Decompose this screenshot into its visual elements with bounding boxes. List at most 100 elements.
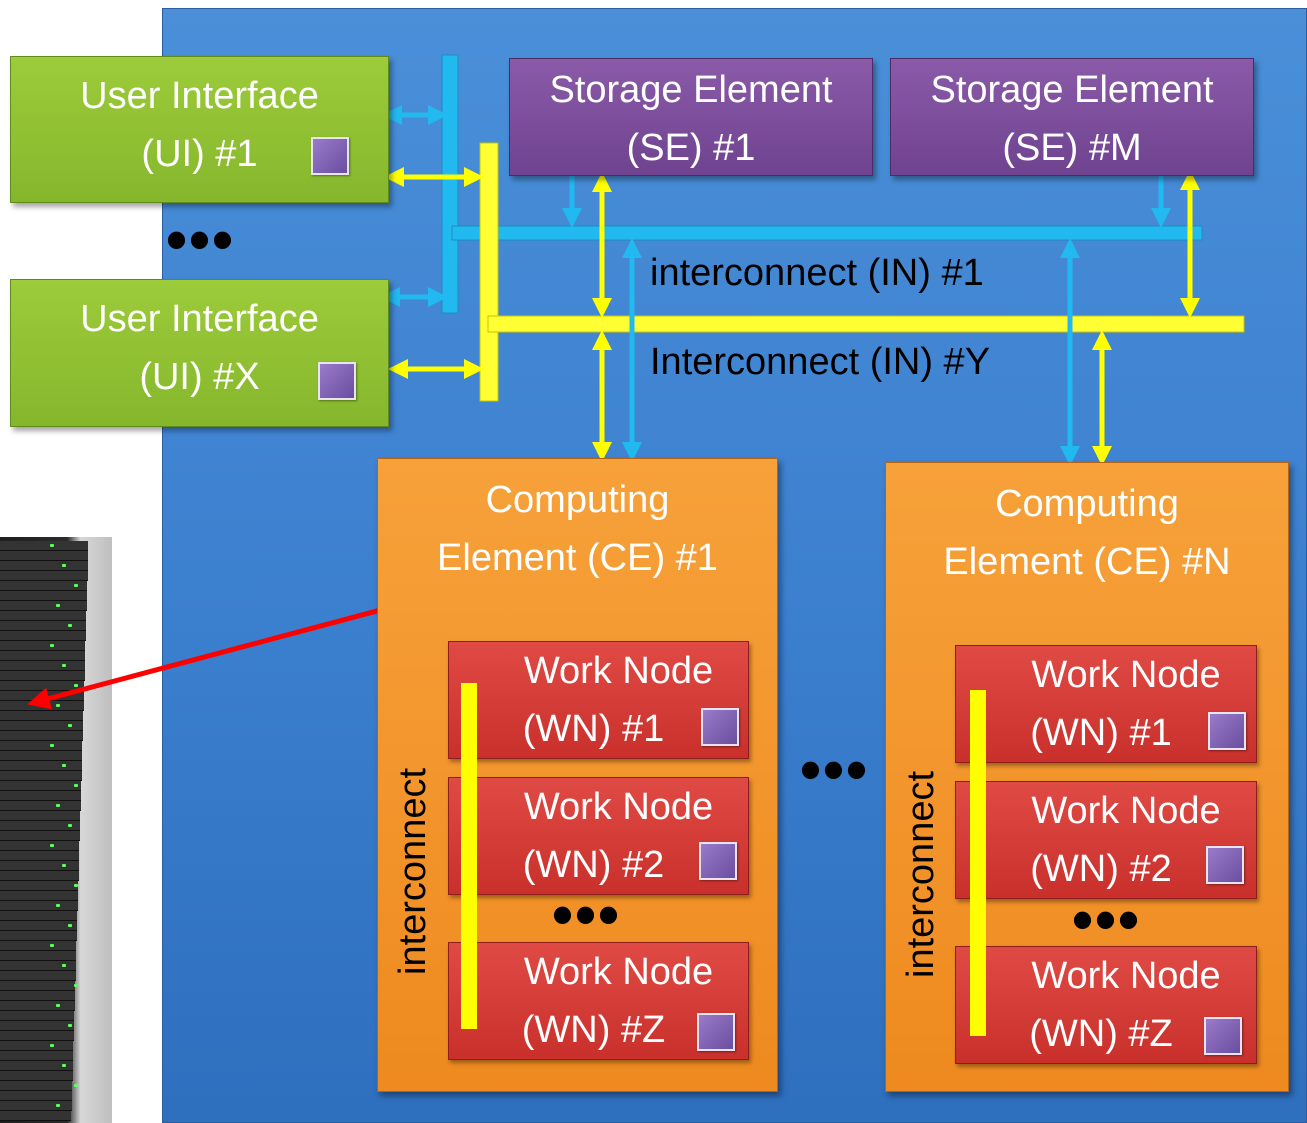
rack-unit — [0, 751, 82, 761]
rack-status-led — [74, 884, 78, 887]
rack-unit — [0, 911, 77, 921]
rack-unit — [0, 541, 88, 551]
storage-element-m-box: Storage Element (SE) #M — [890, 58, 1254, 176]
rack-unit — [0, 851, 79, 861]
rack-unit — [0, 901, 78, 911]
cen-wn2-name: Work Node — [1031, 790, 1221, 832]
cen-work-node-2-box: Work Node (WN) #2 — [955, 781, 1257, 899]
ce1-wnz-id: (WN) #Z — [521, 1009, 666, 1051]
ui1-vm-chip-icon — [311, 137, 349, 175]
in1-horizontal-bus — [451, 225, 1203, 241]
rack-unit — [0, 661, 85, 671]
ce1-internal-interconnect-label: interconnect — [392, 767, 434, 975]
rack-status-led — [62, 964, 66, 967]
user-interface-x-box: User Interface (UI) #X — [10, 279, 389, 427]
rack-unit — [0, 631, 86, 641]
ce1-wn1-vm-chip-icon — [701, 708, 739, 746]
cen-wnz-vm-chip-icon — [1204, 1017, 1242, 1055]
ce1-work-node-2-box: Work Node (WN) #2 — [448, 777, 749, 895]
cen-title-line2: Element (CE) #N — [943, 541, 1231, 583]
rack-unit — [0, 671, 85, 681]
rack-unit — [0, 731, 83, 741]
ce1-wn-ellipsis: ••• — [552, 881, 622, 948]
ce1-wnz-name: Work Node — [523, 951, 714, 993]
sem-name: Storage Element — [930, 69, 1214, 111]
cen-work-node-z-box: Work Node (WN) #Z — [955, 946, 1257, 1064]
rack-status-led — [50, 744, 54, 747]
interconnect-in1-label: interconnect (IN) #1 — [650, 252, 984, 294]
uix-vm-chip-icon — [318, 362, 356, 400]
rack-unit — [0, 921, 77, 931]
rack-status-led — [56, 604, 60, 607]
ce1-wn2-name: Work Node — [523, 786, 714, 828]
cen-title-line1: Computing — [995, 483, 1179, 525]
se1-id: (SE) #1 — [626, 127, 756, 169]
ui1-name: User Interface — [80, 75, 319, 117]
iny-horizontal-bus — [487, 315, 1245, 333]
rack-unit — [0, 711, 83, 721]
rack-status-led — [56, 1104, 60, 1107]
rack-unit — [0, 571, 88, 581]
cen-wnz-id: (WN) #Z — [1029, 1013, 1173, 1055]
rack-unit — [0, 931, 77, 941]
rack-unit — [0, 961, 76, 971]
rack-unit — [0, 641, 85, 651]
rack-unit — [0, 841, 79, 851]
se1-name: Storage Element — [549, 69, 833, 111]
rack-unit — [0, 601, 87, 611]
rack-unit — [0, 781, 81, 791]
rack-status-led — [50, 1044, 54, 1047]
rack-status-led — [74, 684, 78, 687]
rack-status-led — [50, 944, 54, 947]
rack-unit — [0, 1071, 73, 1081]
ce-ellipsis: ••• — [800, 736, 870, 803]
rack-unit — [0, 551, 88, 561]
rack-unit — [0, 791, 81, 801]
uix-id: (UI) #X — [139, 356, 260, 398]
rack-unit — [0, 1061, 73, 1071]
cen-wn1-name: Work Node — [1031, 654, 1221, 696]
rack-status-led — [62, 864, 66, 867]
iny-vertical-bus — [479, 142, 499, 402]
rack-unit — [0, 1031, 74, 1041]
rack-status-led — [56, 804, 60, 807]
rack-unit — [0, 771, 82, 781]
rack-unit — [0, 1101, 72, 1111]
cen-wn1-id: (WN) #1 — [1030, 712, 1172, 754]
ce1-wnz-vm-chip-icon — [697, 1013, 735, 1051]
rack-unit — [0, 891, 78, 901]
rack-unit — [0, 1041, 73, 1051]
in1-vertical-bus — [441, 54, 459, 314]
rack-status-led — [50, 644, 54, 647]
rack-unit — [0, 991, 75, 1001]
ce1-title-line1: Computing — [485, 479, 670, 521]
rack-status-led — [56, 704, 60, 707]
rack-unit — [0, 951, 76, 961]
cen-wn1-vm-chip-icon — [1208, 712, 1246, 750]
sem-id: (SE) #M — [1002, 127, 1142, 169]
rack-status-led — [68, 624, 72, 627]
cen-wnz-name: Work Node — [1031, 955, 1221, 997]
cen-internal-interconnect-bar — [970, 690, 986, 1036]
rack-unit — [0, 761, 82, 771]
rack-status-led — [74, 1084, 78, 1087]
rack-unit — [0, 861, 79, 871]
server-rack-photo — [0, 537, 112, 1123]
rack-status-led — [50, 544, 54, 547]
cen-wn2-vm-chip-icon — [1206, 846, 1244, 884]
cen-wn-ellipsis: ••• — [1072, 886, 1142, 953]
rack-unit — [0, 831, 80, 841]
rack-unit — [0, 561, 88, 571]
cen-wn2-id: (WN) #2 — [1030, 848, 1172, 890]
rack-unit — [0, 621, 86, 631]
rack-status-led — [56, 904, 60, 907]
rack-status-led — [62, 764, 66, 767]
ce1-work-node-1-box: Work Node (WN) #1 — [448, 641, 749, 759]
rack-status-led — [62, 664, 66, 667]
rack-unit — [0, 881, 78, 891]
ce1-internal-interconnect-bar — [461, 683, 477, 1029]
rack-unit — [0, 1051, 73, 1061]
rack-unit — [0, 1081, 72, 1091]
rack-unit — [0, 941, 76, 951]
